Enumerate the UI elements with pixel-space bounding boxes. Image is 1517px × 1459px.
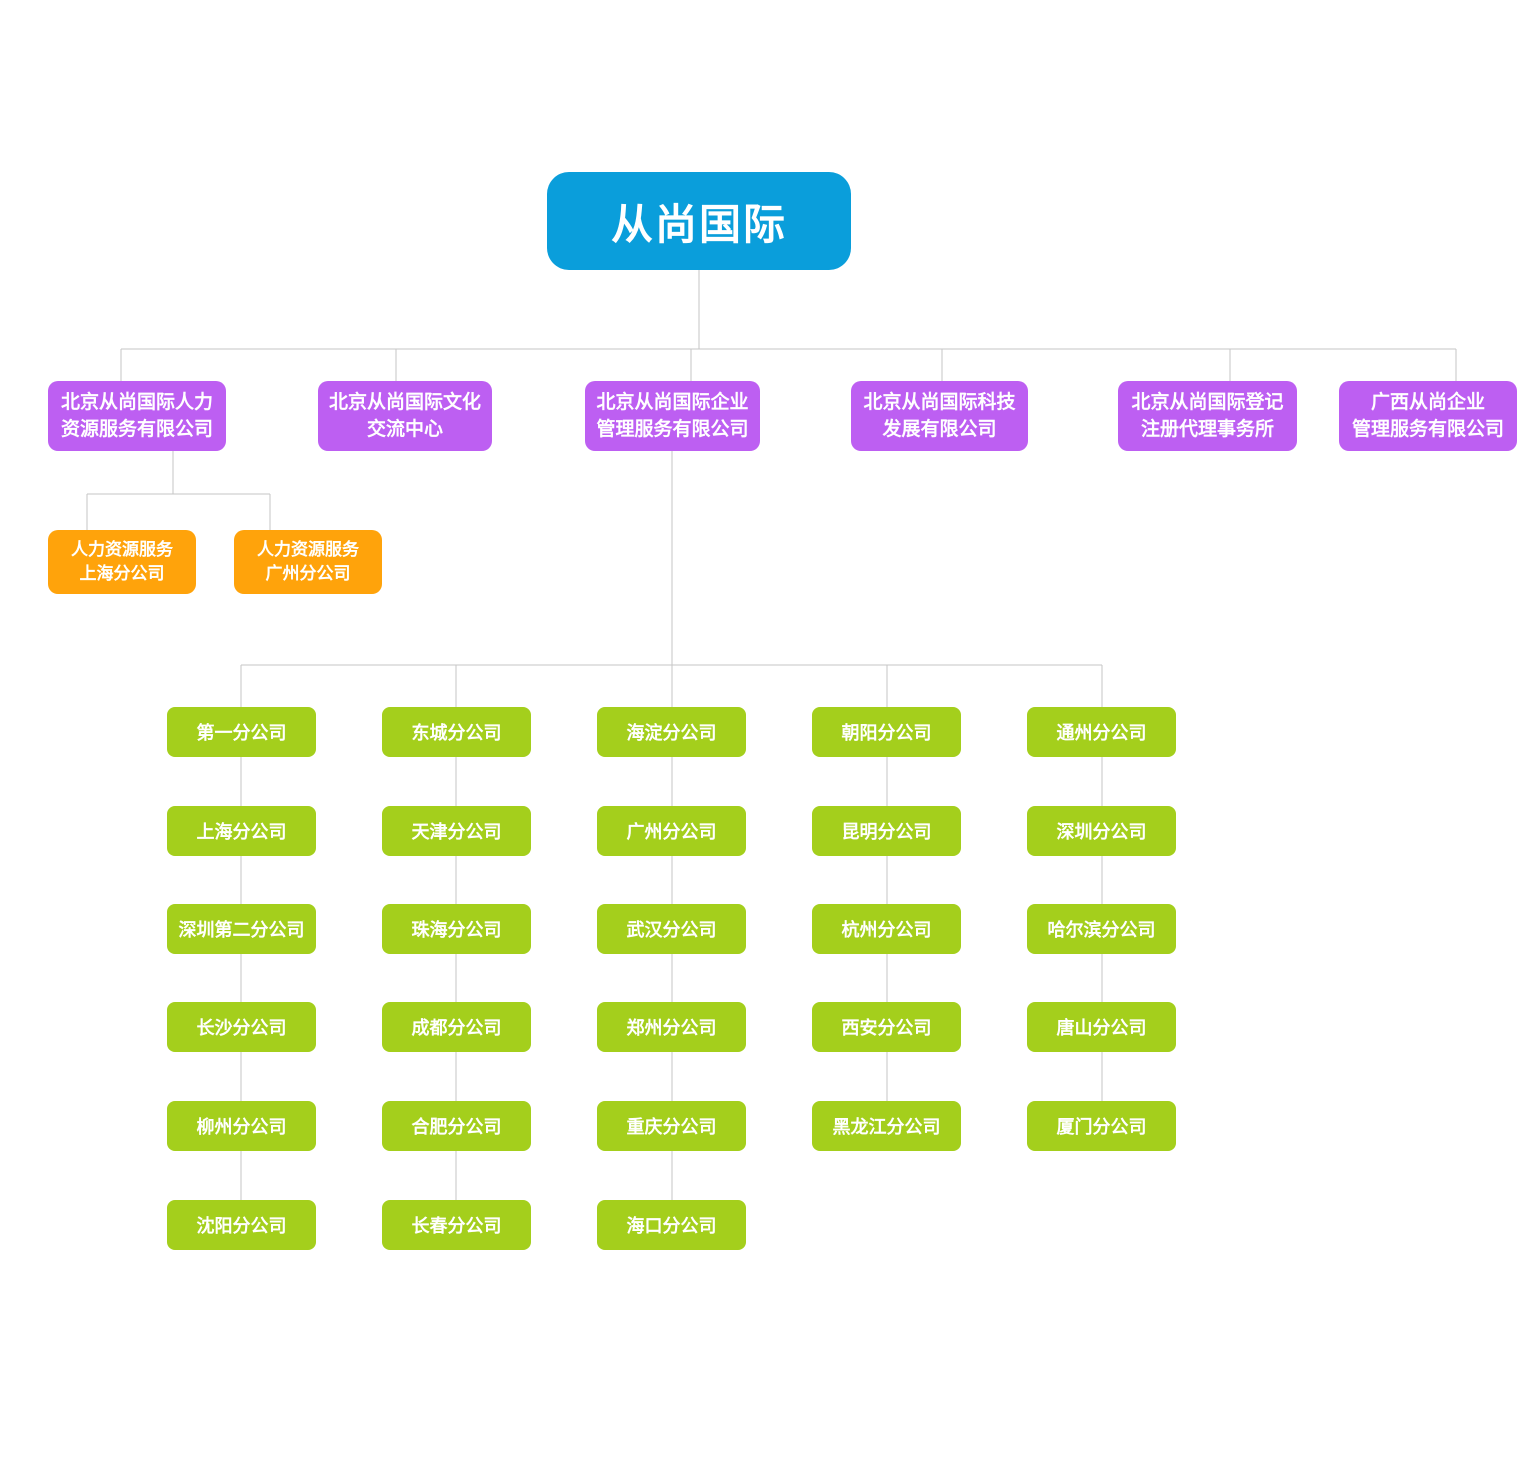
org-node-enterprise-mgmt-company: 北京从尚国际企业 管理服务有限公司 — [585, 381, 760, 451]
org-node-branch: 西安分公司 — [812, 1002, 961, 1052]
org-node-branch: 海口分公司 — [597, 1200, 746, 1250]
org-node-branch: 深圳第二分公司 — [167, 904, 316, 954]
org-node-branch: 郑州分公司 — [597, 1002, 746, 1052]
org-node-hr-shanghai-branch: 人力资源服务 上海分公司 — [48, 530, 196, 594]
org-node-root: 从尚国际 — [547, 172, 851, 270]
org-node-branch: 第一分公司 — [167, 707, 316, 757]
org-node-branch: 昆明分公司 — [812, 806, 961, 856]
org-node-hr-services-company: 北京从尚国际人力 资源服务有限公司 — [48, 381, 226, 451]
org-node-culture-exchange-center: 北京从尚国际文化 交流中心 — [318, 381, 492, 451]
org-node-branch: 重庆分公司 — [597, 1101, 746, 1151]
org-node-guangxi-mgmt-company: 广西从尚企业 管理服务有限公司 — [1339, 381, 1517, 451]
org-node-registration-agency-office: 北京从尚国际登记 注册代理事务所 — [1118, 381, 1297, 451]
org-node-branch: 合肥分公司 — [382, 1101, 531, 1151]
org-node-branch: 武汉分公司 — [597, 904, 746, 954]
org-node-branch: 海淀分公司 — [597, 707, 746, 757]
org-node-branch: 东城分公司 — [382, 707, 531, 757]
org-node-branch: 长沙分公司 — [167, 1002, 316, 1052]
org-node-branch: 天津分公司 — [382, 806, 531, 856]
org-node-branch: 厦门分公司 — [1027, 1101, 1176, 1151]
org-node-branch: 广州分公司 — [597, 806, 746, 856]
org-node-branch: 朝阳分公司 — [812, 707, 961, 757]
org-node-branch: 黑龙江分公司 — [812, 1101, 961, 1151]
org-node-branch: 上海分公司 — [167, 806, 316, 856]
org-node-branch: 深圳分公司 — [1027, 806, 1176, 856]
org-node-branch: 成都分公司 — [382, 1002, 531, 1052]
org-node-branch: 珠海分公司 — [382, 904, 531, 954]
org-node-branch: 通州分公司 — [1027, 707, 1176, 757]
org-node-tech-development-company: 北京从尚国际科技 发展有限公司 — [851, 381, 1028, 451]
org-node-branch: 哈尔滨分公司 — [1027, 904, 1176, 954]
org-node-branch: 沈阳分公司 — [167, 1200, 316, 1250]
org-node-hr-guangzhou-branch: 人力资源服务 广州分公司 — [234, 530, 382, 594]
org-node-branch: 柳州分公司 — [167, 1101, 316, 1151]
org-node-branch: 杭州分公司 — [812, 904, 961, 954]
org-node-branch: 唐山分公司 — [1027, 1002, 1176, 1052]
org-node-branch: 长春分公司 — [382, 1200, 531, 1250]
